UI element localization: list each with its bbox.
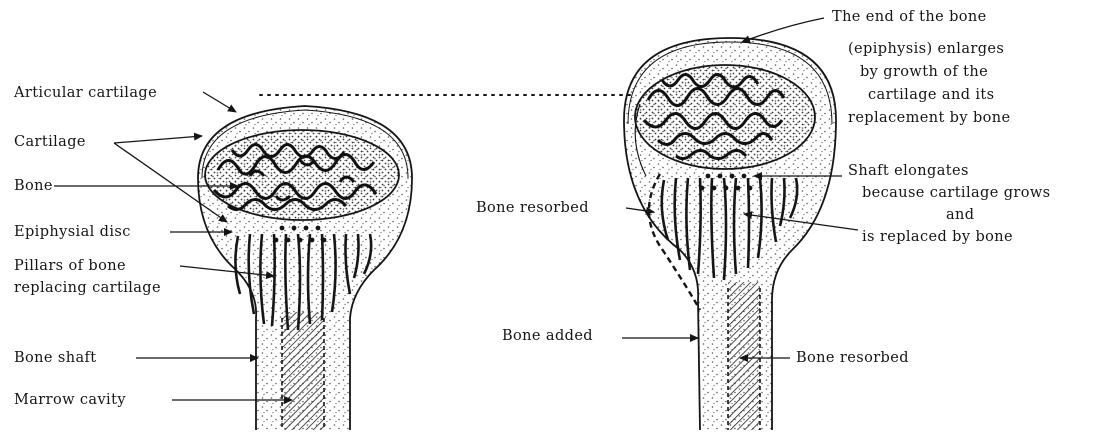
label-bone-added: Bone added (502, 328, 593, 345)
left-epiphysis-bone (205, 130, 399, 220)
label-end-line1: The end of the bone (832, 9, 987, 26)
label-articular-cartilage: Articular cartilage (14, 85, 157, 102)
left-marrow-cavity (282, 312, 324, 430)
label-epiphysial-disc: Epiphysial disc (14, 224, 131, 241)
label-end-line4: cartilage and its (868, 87, 995, 104)
label-pillars-line2: replacing cartilage (14, 280, 161, 297)
leader-cartilage-top (114, 136, 202, 143)
leader-articular-cartilage (203, 92, 236, 112)
label-cartilage: Cartilage (14, 134, 86, 151)
right-bone (622, 18, 858, 430)
label-bone-resorbed-top: Bone resorbed (476, 200, 589, 217)
label-shaft-line4: is replaced by bone (862, 229, 1013, 246)
label-end-line3: by growth of the (860, 64, 988, 81)
label-marrow-cavity: Marrow cavity (14, 392, 126, 409)
label-shaft-line2: because cartilage grows (862, 185, 1051, 202)
label-end-line2: (epiphysis) enlarges (848, 41, 1004, 58)
label-end-line5: replacement by bone (848, 110, 1011, 127)
label-bone-resorbed-bottom: Bone resorbed (796, 350, 909, 367)
label-pillars-line1: Pillars of bone (14, 258, 126, 275)
right-marrow-cavity (728, 282, 760, 430)
label-shaft-line3: and (946, 207, 974, 224)
label-shaft-line1: Shaft elongates (848, 163, 969, 180)
label-bone-shaft: Bone shaft (14, 350, 97, 367)
label-bone: Bone (14, 178, 53, 195)
